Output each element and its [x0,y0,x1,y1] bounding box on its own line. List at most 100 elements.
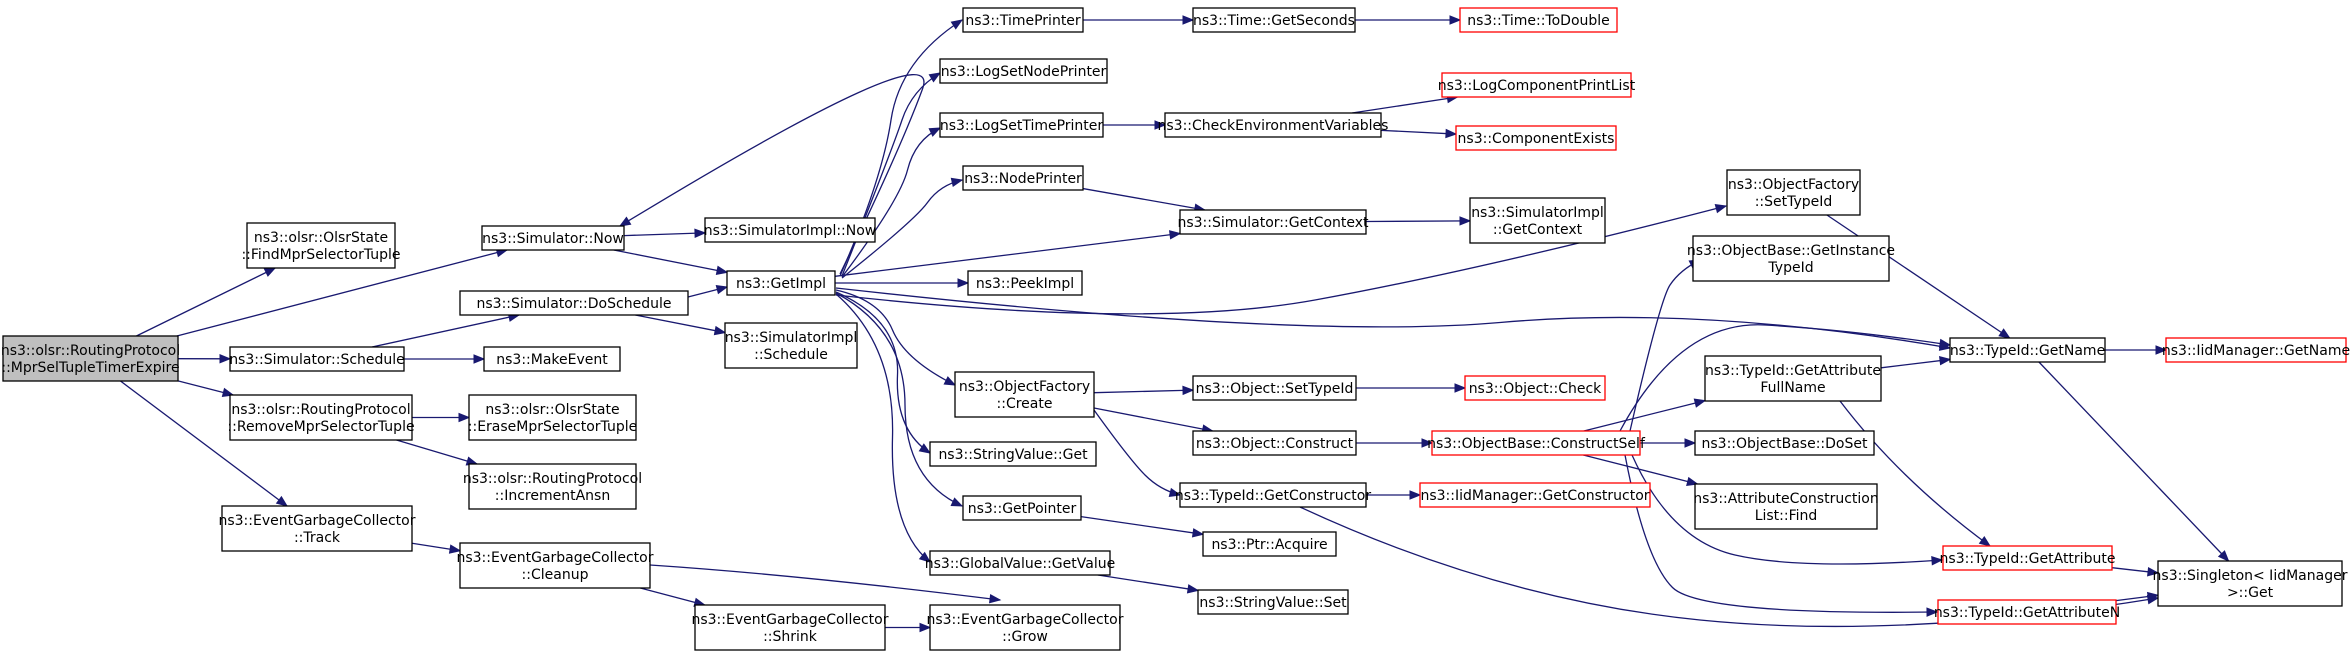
node-time-get-seconds[interactable]: ns3::Time::GetSeconds [1192,7,1356,33]
edge-root-to-egc-track [120,380,289,507]
node-box [1164,112,1382,138]
node-erase-mpr[interactable]: ns3::olsr::OlsrState::EraseMprSelectorTu… [468,394,637,441]
node-label: ::Track [294,530,341,546]
node-label: ns3::TypeId::GetConstructor [1175,488,1371,504]
edge-egc-cleanup-to-egc-grow [649,564,1002,604]
edge-sim-now-to-sim-impl-now [623,228,707,238]
arrow-head [1168,230,1182,240]
node-string-value-set[interactable]: ns3::StringValue::Set [1197,589,1349,615]
node-obj-base-do-set[interactable]: ns3::ObjectBase::DoSet [1694,430,1875,456]
edge-line [613,249,728,273]
edge-sim-get-context-to-sim-impl-get-context [1365,216,1472,226]
edge-line [1631,454,1943,565]
node-sim-impl-schedule[interactable]: ns3::SimulatorImpl::Schedule [724,322,858,369]
node-egc-track[interactable]: ns3::EventGarbageCollector::Track [218,505,416,552]
edge-egc-track-to-egc-cleanup [411,542,462,554]
node-sim-schedule[interactable]: ns3::Simulator::Schedule [229,346,405,372]
node-iid-get-constructor[interactable]: ns3::IidManager::GetConstructor [1419,482,1651,508]
node-log-set-time-printer[interactable]: ns3::LogSetTimePrinter [939,112,1104,138]
edge-obj-base-construct-self-to-type-id-get-attribute-n [1624,454,1939,617]
node-type-id-get-attribute[interactable]: ns3::TypeId::GetAttribute [1940,545,2116,571]
node-box [221,505,413,552]
edge-line [1093,389,1194,394]
node-label: ns3::LogSetTimePrinter [940,118,1104,134]
node-remove-mpr[interactable]: ns3::olsr::RoutingProtocol::RemoveMprSel… [227,394,415,441]
node-make-event[interactable]: ns3::MakeEvent [483,346,621,372]
node-sim-now[interactable]: ns3::Simulator::Now [481,225,625,251]
arrow-head [918,551,932,563]
edge-of-create-to-obj-set-type-id [1093,385,1195,396]
node-label: ns3::SimulatorImpl [1471,205,1604,221]
node-time-to-double[interactable]: ns3::Time::ToDouble [1459,7,1618,33]
node-global-value-get[interactable]: ns3::GlobalValue::GetValue [925,550,1115,576]
edge-get-impl-to-node-printer [841,177,964,279]
edge-line [635,314,726,334]
node-singleton-get[interactable]: ns3::Singleton< IidManager >::Get [2153,560,2348,607]
node-sim-get-context[interactable]: ns3::Simulator::GetContext [1177,209,1369,235]
node-sim-impl-now[interactable]: ns3::SimulatorImpl::Now [704,217,877,243]
node-label: ns3::SimulatorImpl::Now [704,223,877,239]
edge-line [640,587,705,606]
node-log-set-node-printer[interactable]: ns3::LogSetNodePrinter [939,58,1108,84]
node-sim-impl-get-context[interactable]: ns3::SimulatorImpl::GetContext [1469,197,1606,244]
edge-type-id-get-attr-full-name-to-type-id-get-name [1880,355,1952,369]
node-find-mpr[interactable]: ns3::olsr::OlsrState::FindMprSelectorTup… [241,222,401,269]
node-box [726,270,836,296]
node-egc-cleanup[interactable]: ns3::EventGarbageCollector::Cleanup [456,542,654,589]
node-label: ns3::Simulator::GetContext [1177,215,1369,231]
node-get-impl[interactable]: ns3::GetImpl [726,270,836,296]
node-of-create[interactable]: ns3::ObjectFactory::Create [954,371,1095,418]
edge-get-impl-to-log-set-node-printer [841,72,942,277]
node-obj-construct[interactable]: ns3::Object::Construct [1192,430,1357,456]
node-obj-base-construct-self[interactable]: ns3::ObjectBase::ConstructSelf [1427,430,1646,456]
node-label: ns3::GlobalValue::GetValue [925,556,1115,572]
node-sim-do-schedule[interactable]: ns3::Simulator::DoSchedule [459,290,689,316]
node-obj-set-type-id[interactable]: ns3::Object::SetTypeId [1192,375,1357,401]
edge-line [1629,259,1701,432]
arrow-head [950,19,964,30]
node-time-printer[interactable]: ns3::TimePrinter [962,7,1084,33]
node-label: ns3::ObjectBase::DoSet [1702,436,1868,452]
node-label: List::Find [1755,508,1818,524]
node-type-id-get-attribute-n[interactable]: ns3::TypeId::GetAttributeN [1934,599,2120,625]
node-label: ns3::Time::ToDouble [1467,13,1610,29]
node-egc-shrink[interactable]: ns3::EventGarbageCollector::Shrink [691,604,889,651]
edge-line [619,73,925,275]
node-label: ::Grow [1002,629,1048,645]
node-root[interactable]: ns3::olsr::RoutingProtocol::MprSelTupleT… [1,335,180,382]
node-label: ns3::ComponentExists [1458,131,1615,147]
node-check-env[interactable]: ns3::CheckEnvironmentVariables [1158,112,1389,138]
edge-line [835,287,1951,349]
node-box [1694,430,1875,456]
node-label: FullName [1760,380,1825,396]
node-node-printer[interactable]: ns3::NodePrinter [962,165,1084,191]
node-of-set-type-id[interactable]: ns3::ObjectFactory::SetTypeId [1726,169,1861,216]
arrow-head [1998,328,2011,339]
node-label: ::IncrementAnsn [495,488,610,504]
node-ptr-acquire[interactable]: ns3::Ptr::Acquire [1202,531,1337,557]
node-inc-ansn[interactable]: ns3::olsr::RoutingProtocol::IncrementAns… [463,463,642,510]
arrow-head [1421,438,1434,448]
node-type-id-get-constructor[interactable]: ns3::TypeId::GetConstructor [1175,482,1371,508]
node-label: ns3::GetImpl [736,276,826,292]
edge-obj-set-type-id-to-object-check [1356,383,1467,393]
node-peek-impl[interactable]: ns3::PeekImpl [967,270,1083,296]
node-log-component-print-list[interactable]: ns3::LogComponentPrintList [1438,72,1636,98]
node-label: ::Schedule [754,347,828,363]
node-type-id-get-name[interactable]: ns3::TypeId::GetName [1949,337,2106,363]
edge-of-create-to-type-id-get-constructor [1093,409,1182,498]
edge-time-printer-to-time-get-seconds [1083,15,1195,25]
node-box [929,550,1111,576]
node-box [1704,355,1882,402]
node-iid-get-name[interactable]: ns3::IidManager::GetName [2162,337,2350,363]
edge-log-set-time-printer-to-check-env [1103,120,1167,130]
node-string-value-get[interactable]: ns3::StringValue::Get [929,441,1097,467]
node-object-check[interactable]: ns3::Object::Check [1464,375,1606,401]
node-get-pointer[interactable]: ns3::GetPointer [962,495,1082,521]
edge-line [1093,407,1213,432]
node-egc-grow[interactable]: ns3::EventGarbageCollector::Grow [926,604,1124,651]
node-component-exists[interactable]: ns3::ComponentExists [1455,125,1617,151]
